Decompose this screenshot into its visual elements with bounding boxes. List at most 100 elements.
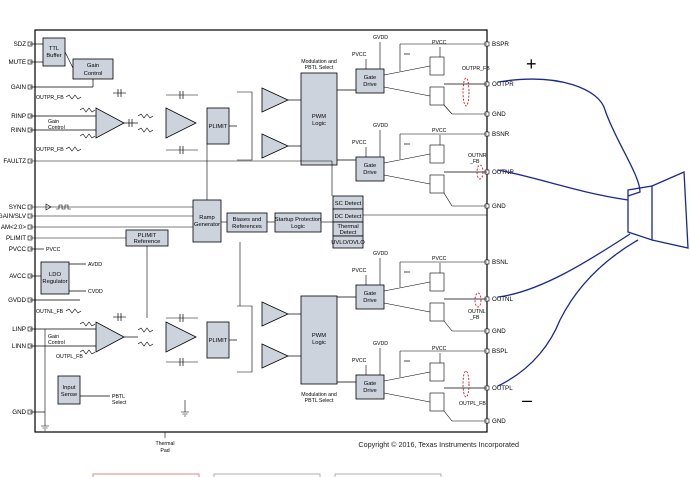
pwm-top-label-2: Logic xyxy=(312,121,326,127)
ttl-buffer-label-2: Buffer xyxy=(46,53,61,59)
copyright-note: Copyright © 2016, Texas Instruments Inco… xyxy=(358,440,519,449)
low-side-fet xyxy=(429,86,445,106)
right-pin-label: GND xyxy=(492,111,506,118)
pvcc-fet-label: PVCC xyxy=(432,40,447,46)
right-pin-label: GND xyxy=(492,328,506,335)
ldo-label-1: LDO xyxy=(49,272,61,278)
pvcc-fet-label: PVCC xyxy=(432,256,447,262)
pvcc-label: PVCC xyxy=(352,268,367,274)
gain-control-side-top-2: Control xyxy=(48,125,65,131)
left-pin-label: RINP xyxy=(11,113,26,120)
gain-control-side-top-1: Gain xyxy=(48,119,59,125)
pbtl-select-label-1: PBTL xyxy=(112,394,125,400)
chip-outline xyxy=(34,29,488,433)
right-pin-label: BSNR xyxy=(492,131,510,138)
high-side-fet xyxy=(429,362,445,382)
ttl-buffer-block xyxy=(42,37,66,67)
modulation-bot-label-1: Modulation and xyxy=(301,392,337,398)
input-sense-block xyxy=(57,375,81,405)
outnl-fb-in-label: OUTNL_FB xyxy=(36,309,64,315)
opamp-bot-1 xyxy=(95,321,125,353)
minus-annotation: – xyxy=(522,390,532,410)
pwm-logic-bot-block xyxy=(300,295,338,385)
pvcc-fet-label: PVCC xyxy=(432,128,447,134)
ldo-label-2: Regulator xyxy=(42,279,67,285)
ttl-buffer-label-1: TTL xyxy=(49,46,60,52)
gate-drive-block xyxy=(355,68,385,94)
left-pins: SDZMUTEGAINRINPRINNFAULTZSYNCGAIN/SLVAM<… xyxy=(0,41,33,416)
thermal-pad-label-2: Pad xyxy=(160,448,169,454)
low-side-fet xyxy=(429,392,445,412)
outnr-fb-out-label-2: _FB xyxy=(469,159,480,165)
left-pin-label: PVCC xyxy=(9,246,27,253)
pvcc-in-label: PVCC xyxy=(46,247,61,253)
biases-block xyxy=(226,212,268,233)
gate-drive-label-2: Drive xyxy=(363,170,377,176)
ink-wire-bottom xyxy=(497,239,639,387)
plimit-bot-label: PLIMIT xyxy=(209,338,228,344)
comparator-top-1 xyxy=(261,87,289,113)
left-pin-label: PLIMIT xyxy=(6,235,26,242)
gate-drive-label-2: Drive xyxy=(363,388,377,394)
fb-loop-outpl xyxy=(462,370,470,398)
ldo-regulator-block xyxy=(40,261,70,295)
plus-annotation: + xyxy=(526,54,537,74)
plimit-ref-label-1: PLIMIT xyxy=(138,233,157,239)
pwm-bot-label-2: Logic xyxy=(312,340,326,346)
gate-drive-label-1: Gate xyxy=(364,291,377,297)
right-pin-label: GND xyxy=(492,418,506,425)
gate-drives: GateDrivePVCCGVDDPVCCGateDrivePVCCGVDDPV… xyxy=(352,35,487,422)
gate-drive-label-1: Gate xyxy=(364,381,377,387)
gate-drive-block xyxy=(355,156,385,182)
ramp-label-1: Ramp xyxy=(199,215,214,221)
avdd-label: AVDD xyxy=(88,262,102,268)
speaker-symbol xyxy=(627,185,653,241)
ink-wire-top xyxy=(497,78,641,197)
gate-drive-label-1: Gate xyxy=(364,75,377,81)
startup-protection-block xyxy=(274,212,322,233)
input-sense-label-2: Sense xyxy=(61,392,77,398)
left-pin-label: SYNC xyxy=(9,204,27,211)
right-pin-label: OUTPL xyxy=(492,385,513,392)
outnl-fb-out-label-1: OUTNL xyxy=(468,309,486,315)
startup-label-2: Logic xyxy=(291,224,305,230)
opamp-top-2 xyxy=(165,107,197,139)
startup-label-1: Startup Protection xyxy=(275,217,321,223)
opamp-bot-2 xyxy=(165,321,197,353)
outnl-fb-out-label-2: _FB xyxy=(469,315,480,321)
left-pin-label: GAIN/SLV xyxy=(0,213,27,220)
gate-drive-block xyxy=(355,374,385,400)
left-pin-label: FAULTZ xyxy=(3,158,26,165)
right-pins: BSPROUTPRGNDBSNROUTNRGNDBSNLOUTNLGNDBSPL… xyxy=(484,41,515,425)
sc-detect-label: SC Detect xyxy=(335,201,362,207)
pwm-top-label-1: PWM xyxy=(312,114,326,120)
left-pin-label: GVDD xyxy=(8,297,26,304)
fb-loop-outnl xyxy=(474,292,482,308)
gvdd-label: GVDD xyxy=(373,35,388,41)
outpr-fb-in-label: OUTPR_FB xyxy=(36,95,64,101)
modulation-top-label-1: Modulation and xyxy=(301,59,337,65)
left-pin-label: MUTE xyxy=(8,59,26,66)
comparator-bot-2 xyxy=(261,343,289,369)
left-pin-label: GAIN xyxy=(11,84,26,91)
gate-drive-label-2: Drive xyxy=(363,298,377,304)
left-pin-label: LINP xyxy=(12,326,26,333)
right-pin-label: OUTNR xyxy=(492,169,515,176)
right-pin-label: BSNL xyxy=(492,259,509,266)
input-sense-label-1: Input xyxy=(63,385,76,391)
gate-drive-label-2: Drive xyxy=(363,82,377,88)
ramp-generator-block xyxy=(192,199,222,243)
pvcc-label: PVCC xyxy=(352,140,367,146)
left-pin-label: GND xyxy=(12,409,26,416)
gvdd-label: GVDD xyxy=(373,123,388,129)
high-side-fet xyxy=(429,272,445,292)
right-pin-label: BSPR xyxy=(492,41,509,48)
fb-loop-outpr xyxy=(462,77,470,107)
opamp-top-1 xyxy=(95,107,125,139)
right-pin-label: GND xyxy=(492,203,506,210)
gain-control-side-bot-1: Gain xyxy=(48,334,59,340)
biases-label-2: References xyxy=(232,224,262,230)
outpl-fb-out-label: OUTPL_FB xyxy=(459,401,486,407)
